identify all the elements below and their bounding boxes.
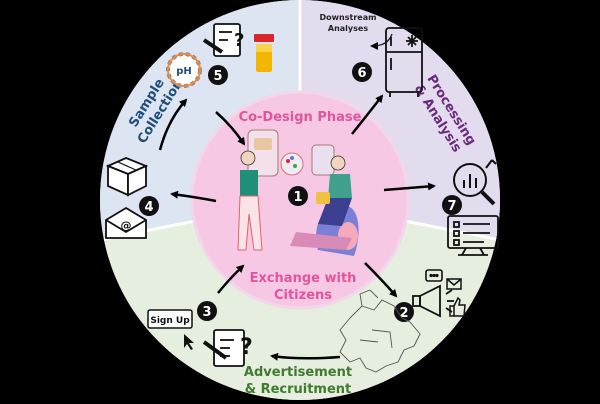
ph-indicator-icon: pH — [166, 52, 202, 88]
step-number-6: 6 — [357, 66, 366, 81]
megaphone-icon — [412, 284, 454, 318]
step-number-3: 3 — [202, 305, 211, 320]
step-badge-5: 5 — [208, 65, 228, 85]
co-design-illustration — [237, 129, 359, 256]
freezer-icon — [385, 27, 423, 97]
center-subtitle-line2: Citizens — [274, 288, 332, 303]
step-number-1: 1 — [293, 190, 302, 205]
arrow-center-to-4 — [170, 190, 217, 203]
step-number-7: 7 — [447, 199, 456, 214]
ph-label: pH — [176, 66, 192, 77]
arrow-3-to-center — [217, 264, 245, 294]
chat-bubble-icon — [425, 269, 443, 282]
step-number-5: 5 — [213, 69, 222, 84]
arrow-2-to-3 — [270, 352, 341, 361]
step-badge-4: 4 — [139, 196, 159, 216]
arrow-4-to-5 — [158, 98, 188, 151]
questionnaire-5-icon: ? — [202, 23, 244, 57]
arrow-center-to-7 — [383, 182, 436, 192]
center-title: Co-Design Phase — [239, 110, 362, 125]
email-at-symbol: @ — [121, 219, 132, 232]
step-number-2: 2 — [399, 306, 408, 321]
step-badge-7: 7 — [442, 195, 462, 215]
center-subtitle-line1: Exchange with — [250, 271, 357, 286]
thumbs-up-icon — [449, 296, 466, 317]
downstream-arrow-icon — [370, 33, 393, 50]
question-mark-5: ? — [234, 30, 244, 51]
downstream-line2: Analyses — [328, 24, 368, 33]
sample-container-icon — [254, 34, 274, 72]
downstream-line1: Downstream — [320, 13, 377, 22]
recruitment-line2: & Recruitment — [245, 382, 352, 397]
sign-up-label: Sign Up — [150, 316, 190, 326]
package-box-icon — [105, 157, 149, 197]
arrow-center-to-6 — [351, 94, 384, 135]
step-badge-6: 6 — [352, 62, 372, 82]
recruitment-line1: Advertisement — [244, 365, 352, 380]
arrow-5-to-center — [215, 111, 246, 146]
data-analysis-icon — [453, 159, 497, 206]
step-badge-3: 3 — [197, 301, 217, 321]
europe-map-icon — [339, 289, 421, 373]
question-mark-3: ? — [240, 335, 253, 360]
cycle-arrows — [158, 94, 436, 361]
envelope-small-icon — [446, 278, 462, 290]
step-badge-2: 2 — [394, 302, 414, 322]
step-badge-1: 1 — [288, 186, 308, 206]
step-number-4: 4 — [144, 200, 153, 215]
email-envelope-icon: @ — [105, 206, 147, 239]
questionnaire-icon: ? — [202, 329, 253, 367]
monitor-checklist-icon — [447, 215, 499, 256]
arrow-1-to-2 — [364, 262, 398, 298]
sign-up-button-icon: Sign Up — [147, 309, 194, 350]
